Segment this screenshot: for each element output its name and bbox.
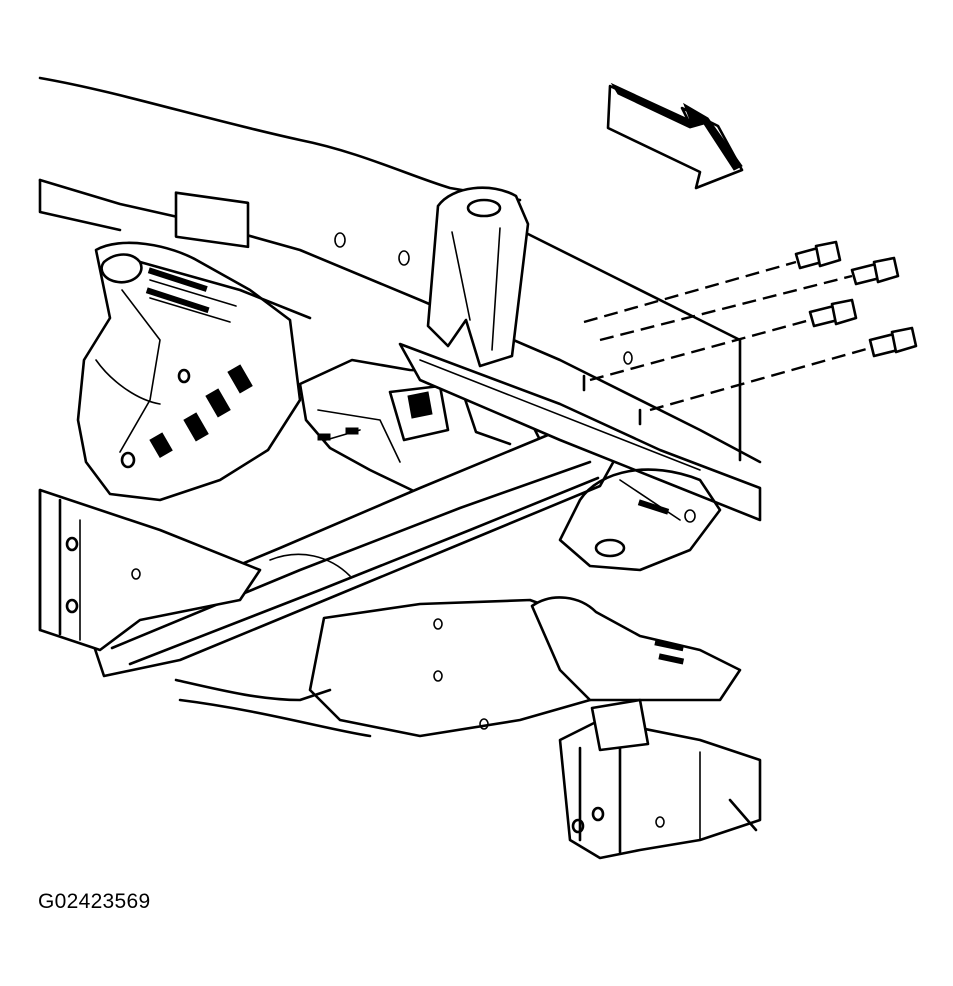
bolt-1 <box>583 240 842 324</box>
lower-right-frame-rail <box>558 698 762 860</box>
transfer-case-ribs <box>145 267 253 459</box>
body-mount-bracket <box>426 186 530 368</box>
body-floor-panel <box>38 76 762 464</box>
front-direction-arrow-icon <box>606 82 744 190</box>
rear-crossmember-assembly <box>174 596 742 738</box>
frame-crossmember-beam <box>86 428 622 678</box>
bolt-3 <box>589 298 858 382</box>
transfer-case-housing <box>76 241 312 502</box>
right-frame-rail <box>398 342 762 572</box>
bolt-4 <box>649 326 918 412</box>
bolt-2 <box>599 256 900 342</box>
crossmember-bolts <box>582 240 918 426</box>
left-frame-rail <box>38 488 262 652</box>
figure-code: G02423569 <box>38 890 151 913</box>
